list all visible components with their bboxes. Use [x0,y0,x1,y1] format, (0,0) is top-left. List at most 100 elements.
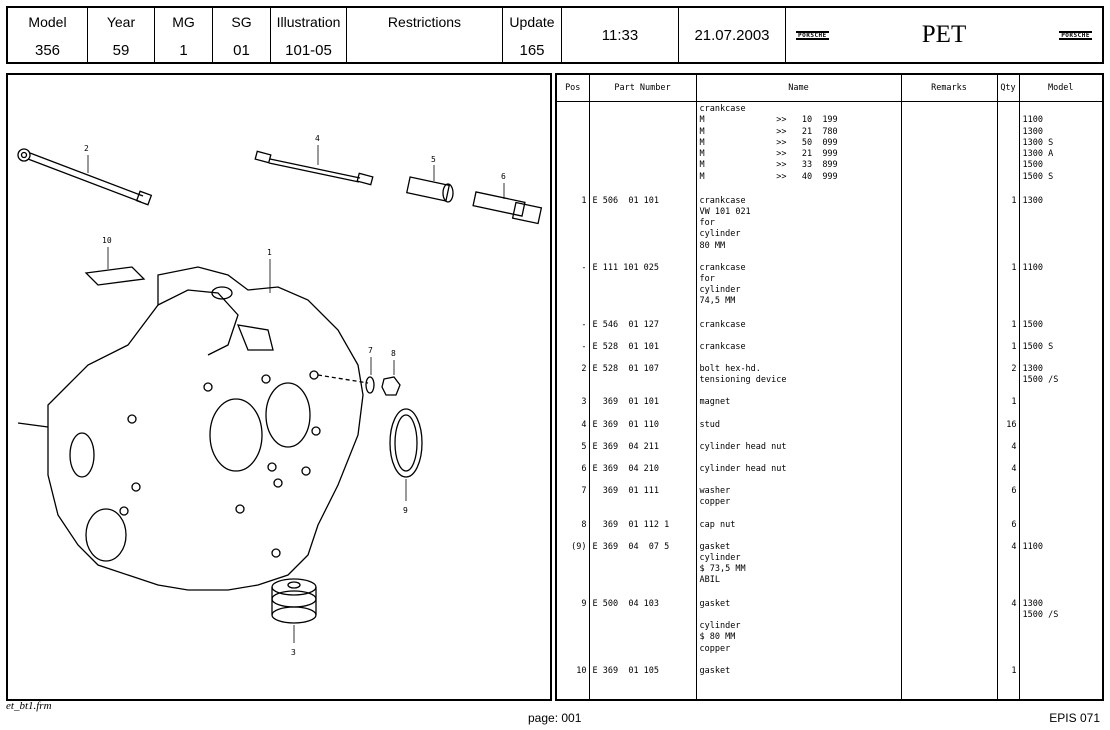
cell-qty: 2 [997,361,1020,395]
part-crankcase-1 [17,266,364,591]
cell-pos: - [557,339,590,362]
cell-name: gasket cylinder $ 73,5 MM ABIL [696,539,902,597]
cell-model: 1300 1500 /S [1022,363,1059,385]
cell-remarks [901,539,998,597]
header-time-cell: 11:33 [562,8,679,62]
callout-3: 3 [291,648,296,657]
header-year-value: 59 [112,42,130,59]
callout-9: 9 [403,506,408,515]
header-model-label: Model [28,14,67,30]
filler-cell [589,697,697,700]
cell-remarks [901,101,998,194]
cell-part-number: 369 01 101 [589,394,697,418]
cell-pos: 10 [557,663,590,698]
cell-pos: 7 [557,483,590,518]
header-update-value: 165 [519,42,545,59]
header-mg-label: MG [172,14,195,30]
cell-pos: 9 [557,596,590,664]
cell-part-number: E 500 04 103 [589,596,697,664]
cell-model: 1100 [1022,541,1043,552]
cell-name: crankcase VW 101 021 for cylinder 80 MM [696,193,902,261]
cell-pos: 5 [557,439,590,462]
cell-model [1019,418,1102,440]
cell-remarks [901,663,998,698]
callout-6: 6 [501,172,506,181]
part-capnut-8 [381,376,401,396]
cell-pos: 2 [557,361,590,395]
header-brand-cell: PORSCHE PET PORSCHE [786,8,1102,62]
header-sg-value: 01 [233,42,250,59]
cell-remarks [901,483,998,518]
cell-remarks [901,361,998,395]
header-sg-label: SG [231,14,252,30]
cell-qty: 1 [997,260,1020,318]
header-restrictions-label: Restrictions [387,14,462,30]
cell-pos: - [557,260,590,318]
header-model-cell: Model 356 [8,8,88,62]
cell-part-number: E 528 01 101 [589,339,697,362]
cell-qty: 6 [997,517,1020,540]
filler-cell [997,697,1020,700]
col-header-part-number: Part Number [589,75,697,102]
cell-qty: 1 [997,663,1020,698]
header-restrictions-cell: Restrictions [347,8,503,62]
cell-name: stud [696,417,902,440]
cell-model [1019,518,1102,540]
cell-model: 1500 S [1022,341,1054,352]
callout-10: 10 [102,236,112,245]
callout-1: 1 [267,248,272,257]
header-date-cell: 21.07.2003 [679,8,786,62]
callout-7: 7 [368,346,373,355]
header-model-value: 356 [34,42,61,59]
filler-cell [1019,698,1102,700]
cell-name: cylinder head nut [696,439,902,462]
part-gasket-9 [389,408,423,478]
cell-pos: 6 [557,461,590,484]
table-row[interactable]: crankcase M >> 10 199 M >> 21 780 M >> 5… [557,101,1102,194]
cell-model [1019,440,1102,462]
header-mg-cell: MG 1 [155,8,213,62]
cell-remarks [901,417,998,440]
part-bolt-2 [17,148,153,206]
app-title: PET [921,21,967,48]
filler-cell [557,697,590,700]
header-sg-cell: SG 01 [213,8,271,62]
table-header-row: Pos Part Number Name Remarks Qty Model [557,75,1102,102]
cell-model [1019,462,1102,484]
cell-remarks [901,596,998,664]
cell-remarks [901,394,998,418]
cell-qty: 6 [997,483,1020,518]
header-illustration-value: 101-05 [285,42,332,59]
cell-part-number: E 111 101 025 [589,260,697,318]
porsche-logo-left: PORSCHE [796,30,829,40]
cell-remarks [901,193,998,261]
cell-part-number: E 369 04 210 [589,461,697,484]
cell-pos: 1 [557,193,590,261]
cell-name: gasket [696,663,902,698]
cell-name: crankcase [696,339,902,362]
header-update-label: Update [509,14,555,30]
header-date: 21.07.2003 [694,26,770,44]
cell-part-number: E 369 01 110 [589,417,697,440]
cell-name: magnet [696,394,902,418]
col-header-qty: Qty [997,75,1020,102]
filler-cell [901,697,998,700]
cell-name: crankcase M >> 10 199 M >> 21 780 M >> 5… [696,101,902,194]
page-indicator: page: 001 [528,711,582,725]
part-stud-4 [254,150,374,186]
cell-remarks [901,461,998,484]
